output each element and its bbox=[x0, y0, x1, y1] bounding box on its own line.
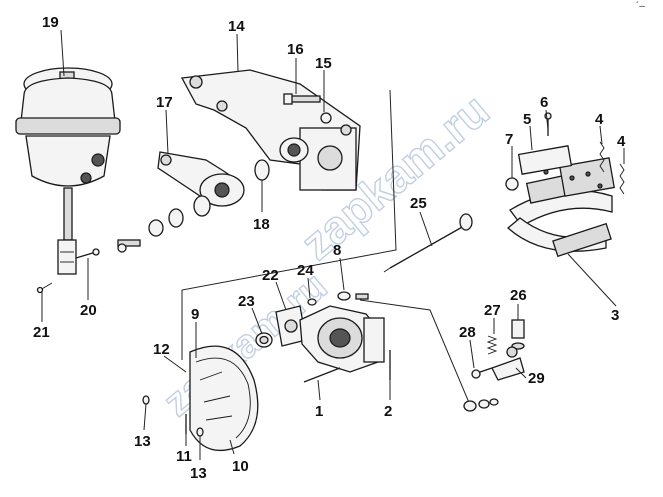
bolt-part-16 bbox=[283, 93, 321, 105]
callout-22: 22 bbox=[262, 267, 279, 284]
leader-23 bbox=[251, 307, 263, 335]
callout-7: 7 bbox=[505, 131, 513, 148]
callout-5: 5 bbox=[523, 111, 531, 128]
leader-4a bbox=[599, 125, 603, 145]
callout-8: 8 bbox=[333, 242, 341, 259]
callout-13-right: 13 bbox=[190, 465, 207, 482]
leader-8 bbox=[339, 257, 345, 291]
callout-labels: 19 14 16 15 17 18 6 5 7 4 4 25 3 8 22 24… bbox=[33, 14, 626, 482]
camshaft-part-25 bbox=[383, 213, 473, 273]
leader-17 bbox=[165, 109, 169, 155]
split-pin-part-21 bbox=[36, 282, 53, 294]
callout-12: 12 bbox=[153, 341, 170, 358]
bracket-part-29 bbox=[491, 346, 525, 381]
callout-27: 27 bbox=[484, 302, 501, 319]
leader-14 bbox=[236, 33, 239, 73]
leader-13a bbox=[143, 403, 147, 431]
bushing-part-23 bbox=[255, 332, 273, 348]
callout-21: 21 bbox=[33, 324, 50, 341]
leader-12 bbox=[163, 355, 187, 373]
leader-28 bbox=[469, 339, 475, 369]
spring-part-4-right bbox=[619, 163, 625, 195]
seal-part-24 bbox=[307, 298, 317, 306]
leader-1 bbox=[317, 379, 321, 401]
washer-part-13-right bbox=[196, 427, 204, 437]
slack-adjuster-part-17 bbox=[157, 151, 245, 207]
fastener-chain-bottom bbox=[463, 398, 499, 412]
callout-2: 2 bbox=[384, 403, 392, 420]
callout-4-right: 4 bbox=[617, 133, 626, 150]
leader-25 bbox=[419, 211, 433, 247]
callout-28: 28 bbox=[459, 324, 476, 341]
callout-26: 26 bbox=[510, 287, 527, 304]
brake-chamber-part-19 bbox=[15, 67, 121, 275]
spring-part-4-left bbox=[599, 141, 605, 173]
callout-10: 10 bbox=[232, 458, 249, 475]
nut-part-15 bbox=[320, 112, 332, 124]
bolt-part-8 bbox=[337, 291, 369, 301]
washer-part-18 bbox=[117, 159, 270, 253]
leader-5 bbox=[529, 125, 533, 151]
callout-23: 23 bbox=[238, 293, 255, 310]
washer-part-13-left bbox=[142, 395, 150, 405]
callout-29: 29 bbox=[528, 370, 545, 387]
callout-6: 6 bbox=[540, 94, 548, 111]
clevis-pin-part-20 bbox=[75, 248, 100, 259]
corner-mark: ´– bbox=[636, 0, 645, 12]
brake-spider-part-1 bbox=[299, 305, 385, 383]
callout-17: 17 bbox=[156, 94, 173, 111]
leader-24 bbox=[307, 277, 311, 299]
callout-9: 9 bbox=[191, 306, 199, 323]
callout-13-left: 13 bbox=[134, 433, 151, 450]
leader-29 bbox=[515, 367, 527, 379]
callout-3: 3 bbox=[611, 307, 619, 324]
callout-25: 25 bbox=[410, 195, 427, 212]
spring-part-27 bbox=[486, 335, 498, 355]
callout-1: 1 bbox=[315, 403, 323, 420]
axis-line-right bbox=[359, 299, 471, 406]
callout-14: 14 bbox=[228, 18, 245, 35]
callout-4-left: 4 bbox=[595, 111, 604, 128]
callout-11: 11 bbox=[176, 448, 192, 465]
leader-19 bbox=[60, 29, 65, 77]
shoe-lining-part-5 bbox=[517, 145, 573, 175]
callout-18: 18 bbox=[253, 216, 270, 233]
callout-24: 24 bbox=[297, 262, 314, 279]
axis-line-main bbox=[181, 89, 397, 360]
leader-10 bbox=[229, 439, 235, 455]
leader-6 bbox=[545, 109, 549, 131]
dust-shield-part-10 bbox=[189, 345, 259, 452]
leader-22 bbox=[275, 281, 287, 311]
leader-3 bbox=[567, 253, 617, 307]
fitting-part-26 bbox=[511, 319, 525, 350]
rivet-part-6 bbox=[544, 112, 552, 136]
ball-part-28 bbox=[471, 367, 493, 379]
roller-part-7 bbox=[505, 177, 519, 191]
callout-20: 20 bbox=[80, 302, 97, 319]
callout-19: 19 bbox=[42, 14, 59, 31]
callout-16: 16 bbox=[287, 41, 304, 58]
callout-15: 15 bbox=[315, 55, 332, 72]
